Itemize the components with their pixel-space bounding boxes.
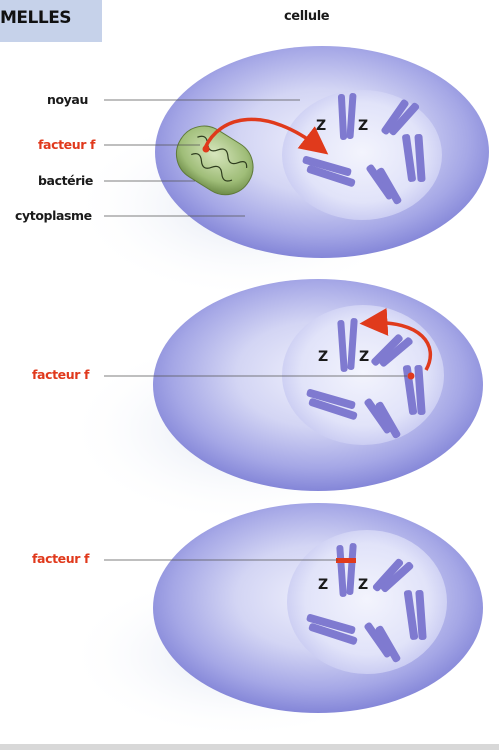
label-bacterie: bactérie [38, 173, 93, 188]
factor-dot [203, 146, 210, 153]
label-facteur-f: facteur f [38, 137, 95, 152]
chromosome-letter: Z [318, 349, 328, 365]
label-noyau: noyau [47, 92, 88, 107]
label-cytoplasme: cytoplasme [15, 208, 92, 223]
cell-label: cellule [284, 9, 329, 24]
label-facteur-f: facteur f [32, 367, 89, 382]
chromosome-letter: Z [359, 349, 369, 365]
factor-dot [408, 373, 415, 380]
panel-1 [70, 46, 489, 300]
factor-band [336, 558, 356, 563]
bottom-rule [0, 744, 499, 750]
label-facteur-f: facteur f [32, 551, 89, 566]
chromosome-letter: Z [316, 118, 326, 134]
panel-3 [65, 503, 483, 740]
chromosome-letter: Z [358, 118, 368, 134]
panel-2 [65, 279, 483, 525]
chromosome-letter: Z [318, 577, 328, 593]
chromosome-letter: Z [358, 577, 368, 593]
